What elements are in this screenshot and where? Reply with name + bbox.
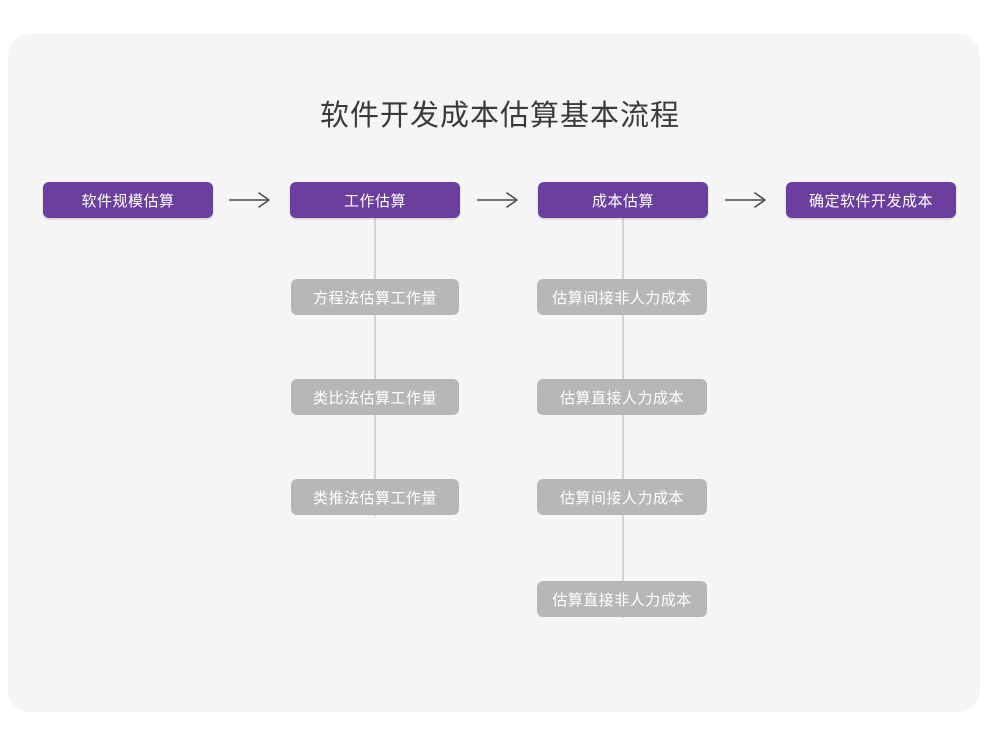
- diagram-card: [8, 34, 980, 712]
- flow-arrow-icon: [225, 185, 277, 215]
- stage-effort-estimation[interactable]: 工作估算: [290, 182, 460, 218]
- flow-arrow-icon: [473, 185, 525, 215]
- connector-line-branch-effort: [374, 218, 376, 516]
- sub-analogy-method-effort[interactable]: 类比法估算工作量: [291, 379, 459, 415]
- flow-arrow-icon: [721, 185, 773, 215]
- sub-equation-method-effort[interactable]: 方程法估算工作量: [291, 279, 459, 315]
- sub-indirect-labor-cost[interactable]: 估算间接人力成本: [537, 479, 707, 515]
- sub-direct-nonlabor-cost[interactable]: 估算直接非人力成本: [537, 581, 707, 617]
- sub-indirect-nonlabor-cost[interactable]: 估算间接非人力成本: [537, 279, 707, 315]
- page-title: 软件开发成本估算基本流程: [319, 100, 680, 132]
- stage-cost-estimation[interactable]: 成本估算: [538, 182, 708, 218]
- sub-inference-method-effort[interactable]: 类推法估算工作量: [291, 479, 459, 515]
- sub-direct-labor-cost[interactable]: 估算直接人力成本: [537, 379, 707, 415]
- connector-line-branch-cost: [622, 218, 624, 618]
- stage-software-size-estimation[interactable]: 软件规模估算: [43, 182, 213, 218]
- stage-determine-dev-cost[interactable]: 确定软件开发成本: [786, 182, 956, 218]
